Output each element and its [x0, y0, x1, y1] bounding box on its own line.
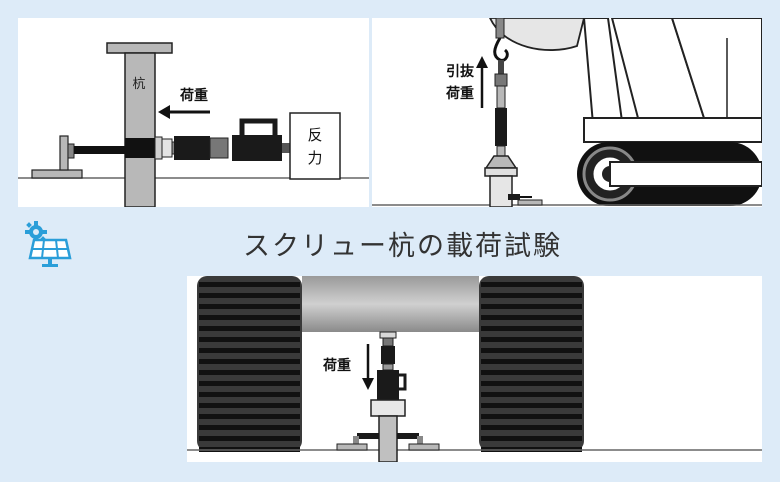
track-tread: [199, 370, 300, 375]
track-tread: [481, 370, 582, 375]
top-plate: [379, 331, 397, 339]
track-tread: [199, 326, 300, 331]
track-tread: [481, 436, 582, 441]
track-tread: [481, 326, 582, 331]
shackle: [498, 60, 504, 74]
jack-handle: [239, 118, 278, 135]
page-title: スクリュー杭の載荷試験: [243, 231, 562, 262]
track-tread: [199, 381, 300, 386]
track-tread: [481, 359, 582, 364]
track-tread: [199, 414, 300, 419]
reaction-label-1: 反: [307, 126, 322, 144]
spacer: [382, 337, 394, 347]
track-tread: [199, 403, 300, 408]
pile-cap: [106, 42, 173, 54]
crane-hook: [493, 37, 509, 62]
track-tread: [481, 403, 582, 408]
bracket-base: [484, 167, 518, 177]
rod-upper: [496, 85, 506, 109]
track-tread: [199, 293, 300, 298]
track-tread: [481, 282, 582, 287]
pullout-arrow-head: [476, 56, 488, 68]
track-tread: [481, 425, 582, 430]
pile-label: 杭: [132, 77, 145, 92]
gauge-stand: [517, 199, 543, 206]
rod-lower: [496, 145, 506, 157]
load-arrow-head: [362, 378, 374, 390]
hook-block: [495, 18, 505, 39]
lifting-bracket: [484, 155, 518, 169]
pullout-label-2: 荷重: [445, 85, 474, 102]
bearing-plate: [370, 399, 406, 417]
track-tread: [199, 315, 300, 320]
load-arrow-head: [158, 105, 170, 119]
track-tread: [481, 348, 582, 353]
gauge-post-right: [417, 436, 423, 446]
reaction-box: [289, 112, 341, 180]
track-tread: [481, 315, 582, 320]
title-row: スクリュー杭の載荷試験: [0, 212, 780, 272]
stand-plate: [67, 143, 75, 159]
pile: [124, 52, 156, 207]
track-tread: [199, 337, 300, 342]
track-tread: [481, 414, 582, 419]
excavator-body: [670, 18, 762, 119]
bearing-plate: [154, 136, 163, 160]
track-tread: [481, 337, 582, 342]
dial-gauge-rod: [74, 146, 130, 154]
pullout-test-diagram: 引抜 荷重: [372, 18, 762, 207]
load-cell: [161, 138, 173, 158]
track-frame: [609, 161, 762, 187]
horizontal-load-test-diagram: 杭 荷重 反 力: [18, 18, 369, 207]
gauge-block: [125, 138, 155, 158]
stand-post: [59, 135, 69, 171]
swivel: [494, 73, 508, 87]
load-label: 荷重: [322, 357, 351, 374]
solar-panel-gear-icon: [25, 221, 72, 267]
pullout-label-1: 引抜: [446, 63, 475, 80]
track-tread: [199, 348, 300, 353]
track-tread: [481, 381, 582, 386]
dial-gauge-right: [397, 433, 419, 439]
excavator-upper-frame: [583, 117, 762, 143]
track-tread: [481, 293, 582, 298]
dial-gauge-left: [357, 433, 379, 439]
hydraulic-jack: [174, 136, 210, 160]
stand-base: [31, 169, 83, 179]
load-label: 荷重: [179, 87, 208, 104]
load-cell: [381, 346, 395, 364]
track-tread: [199, 359, 300, 364]
reaction-beam: [302, 276, 479, 332]
track-tread: [199, 282, 300, 287]
hydraulic-jack: [377, 370, 399, 400]
track-tread: [199, 436, 300, 441]
reaction-label-2: 力: [307, 149, 322, 167]
coupler: [209, 137, 229, 159]
coupler: [382, 363, 394, 371]
gauge-stand-right: [408, 443, 440, 451]
track-tread: [199, 425, 300, 430]
pile: [378, 415, 398, 462]
track-tread: [481, 392, 582, 397]
pile-head: [489, 175, 513, 207]
load-cell: [495, 108, 507, 146]
jack-handle: [399, 373, 407, 391]
jack-end: [282, 143, 290, 153]
gauge-post-left: [353, 436, 359, 446]
jack-body: [232, 135, 282, 161]
track-tread: [481, 304, 582, 309]
vertical-load-test-diagram: 荷重: [187, 276, 762, 462]
track-tread: [199, 392, 300, 397]
track-tread: [199, 304, 300, 309]
gauge-stand-left: [336, 443, 368, 451]
dial-gauge: [508, 194, 520, 200]
